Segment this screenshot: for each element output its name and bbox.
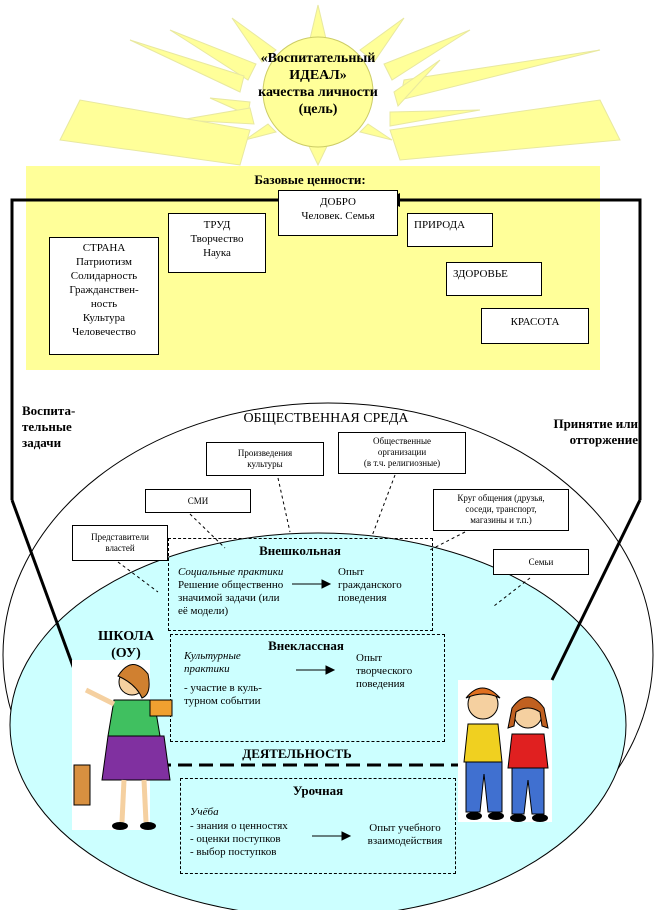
label-acceptance-line: Принятие или [553, 416, 638, 431]
society-orgs-line: (в т.ч. религиозные) [363, 458, 441, 468]
bracket-right [400, 198, 642, 500]
society-culture-line: культуры [247, 459, 283, 469]
label-tasks: Воспита- тельные задачи [22, 403, 102, 451]
extra-school-block [168, 538, 433, 631]
value-trud-name: ТРУД [203, 219, 231, 231]
extra-class-result-line: Опыт [356, 652, 383, 664]
sun-text: «Воспитательный ИДЕАЛ» качества личности… [236, 50, 400, 118]
society-orgs: Общественные организации (в т.ч. религио… [338, 432, 466, 474]
extra-school-desc: Решение общественно значимой задачи (или… [178, 579, 308, 618]
value-strana-item: Культура [82, 312, 126, 324]
society-circle-line: соседи, транспорт, [465, 504, 537, 514]
bracket-left [10, 198, 278, 500]
extra-class-result-line: творческого [356, 665, 413, 677]
extra-class-practice-line: практики [184, 663, 230, 675]
label-acceptance-line: отторжение [569, 432, 638, 447]
society-circle: Круг общения (друзья, соседи, транспорт,… [433, 489, 569, 531]
extra-school-result: Опыт гражданского поведения [338, 566, 428, 605]
label-acceptance: Принятие или отторжение [518, 416, 638, 448]
value-priroda: ПРИРОДА [407, 213, 493, 247]
extra-school-practice: Социальные практики [178, 566, 284, 578]
lesson-desc-line: - знания о ценностях [190, 820, 288, 832]
label-tasks-line: задачи [22, 435, 62, 450]
lesson-result-line: Опыт учебного [369, 822, 441, 834]
value-krasota: КРАСОТА [481, 308, 589, 344]
extra-class-desc: - участие в куль- турном событии [184, 682, 304, 708]
extra-school-result-line: гражданского [338, 579, 402, 591]
society-circle-line: магазины и т.п.) [470, 515, 532, 525]
sun-circle [262, 36, 374, 148]
extra-school-desc-line: Решение общественно [178, 579, 284, 591]
value-strana-item: Человечество [72, 326, 136, 338]
value-trud-item: Наука [203, 247, 231, 259]
extra-class-block [170, 634, 445, 742]
society-authorities-line: властей [105, 543, 135, 553]
value-trud: ТРУД Творчество Наука [168, 213, 266, 273]
extra-school-title: Внешкольная [259, 543, 341, 558]
connectors [117, 474, 531, 607]
activity-label: ДЕЯТЕЛЬНОСТЬ [242, 746, 352, 761]
extra-class-desc-line: турном событии [184, 695, 261, 707]
lesson-practice: Учёба [190, 806, 219, 818]
society-orgs-line: Общественные [372, 436, 432, 446]
extra-class-practice: Культурные практики [184, 650, 294, 676]
lesson-result-line: взаимодействия [367, 835, 443, 847]
lesson-block [180, 778, 456, 874]
lesson-desc-line: - оценки поступков [190, 833, 281, 845]
extra-class-result: Опыт творческого поведения [356, 652, 446, 691]
school-label-line: ШКОЛА [98, 629, 154, 644]
value-strana-item: Гражданствен- [69, 284, 139, 296]
sun-line-3: качества личности [258, 85, 378, 100]
society-family: Семьи [493, 549, 589, 575]
lesson-desc: - знания о ценностях - оценки поступков … [190, 820, 320, 859]
bracket-left-down [10, 499, 80, 681]
value-dobro: ДОБРО Человек. Семья [278, 190, 398, 236]
value-strana-name: СТРАНА [82, 242, 126, 254]
society-orgs-line: организации [377, 447, 427, 457]
value-strana-item: ность [90, 298, 118, 310]
value-dobro-desc: Человек. Семья [301, 210, 375, 222]
society-authorities-line: Представители [91, 532, 149, 542]
result-arrows [292, 579, 352, 841]
value-dobro-name: ДОБРО [320, 196, 356, 208]
value-strana-item: Патриотизм [75, 256, 133, 268]
extra-school-result-line: Опыт [338, 566, 365, 578]
lesson-title: Урочная [292, 783, 344, 798]
value-zdorovie: ЗДОРОВЬЕ [446, 262, 542, 296]
society-title: ОБЩЕСТВЕННАЯ СРЕДА [243, 411, 409, 426]
society-culture-line: Произведения [237, 448, 293, 458]
bracket-right-down [550, 499, 642, 681]
value-strana: СТРАНА Патриотизм Солидарность Гражданст… [49, 237, 159, 355]
extra-class-title: Внеклассная [268, 638, 344, 653]
extra-school-desc-line: её модели) [178, 605, 229, 617]
values-title: Базовые ценности: [254, 172, 366, 187]
sun-line-4: (цель) [298, 102, 338, 117]
society-smi: СМИ [145, 489, 251, 513]
extra-class-desc-line: - участие в куль- [184, 682, 262, 694]
school-label-line: (ОУ) [111, 646, 141, 661]
society-authorities: Представители властей [72, 525, 168, 561]
value-trud-item: Творчество [190, 233, 244, 245]
extra-school-desc-line: значимой задачи (или [178, 592, 280, 604]
sun-line-1: «Воспитательный [260, 51, 376, 66]
extra-class-practice-line: Культурные [184, 650, 241, 662]
label-tasks-line: Воспита- [22, 403, 76, 418]
lesson-result: Опыт учебного взаимодействия [356, 822, 454, 848]
label-tasks-line: тельные [22, 419, 72, 434]
school-label: ШКОЛА (ОУ) [86, 628, 166, 662]
society-culture: Произведения культуры [206, 442, 324, 476]
extra-class-result-line: поведения [356, 678, 405, 690]
extra-school-result-line: поведения [338, 592, 387, 604]
lesson-desc-line: - выбор поступков [190, 846, 277, 858]
sun-line-2: ИДЕАЛ» [289, 68, 347, 83]
value-strana-item: Солидарность [70, 270, 138, 282]
society-circle-line: Круг общения (друзья, [457, 493, 545, 503]
